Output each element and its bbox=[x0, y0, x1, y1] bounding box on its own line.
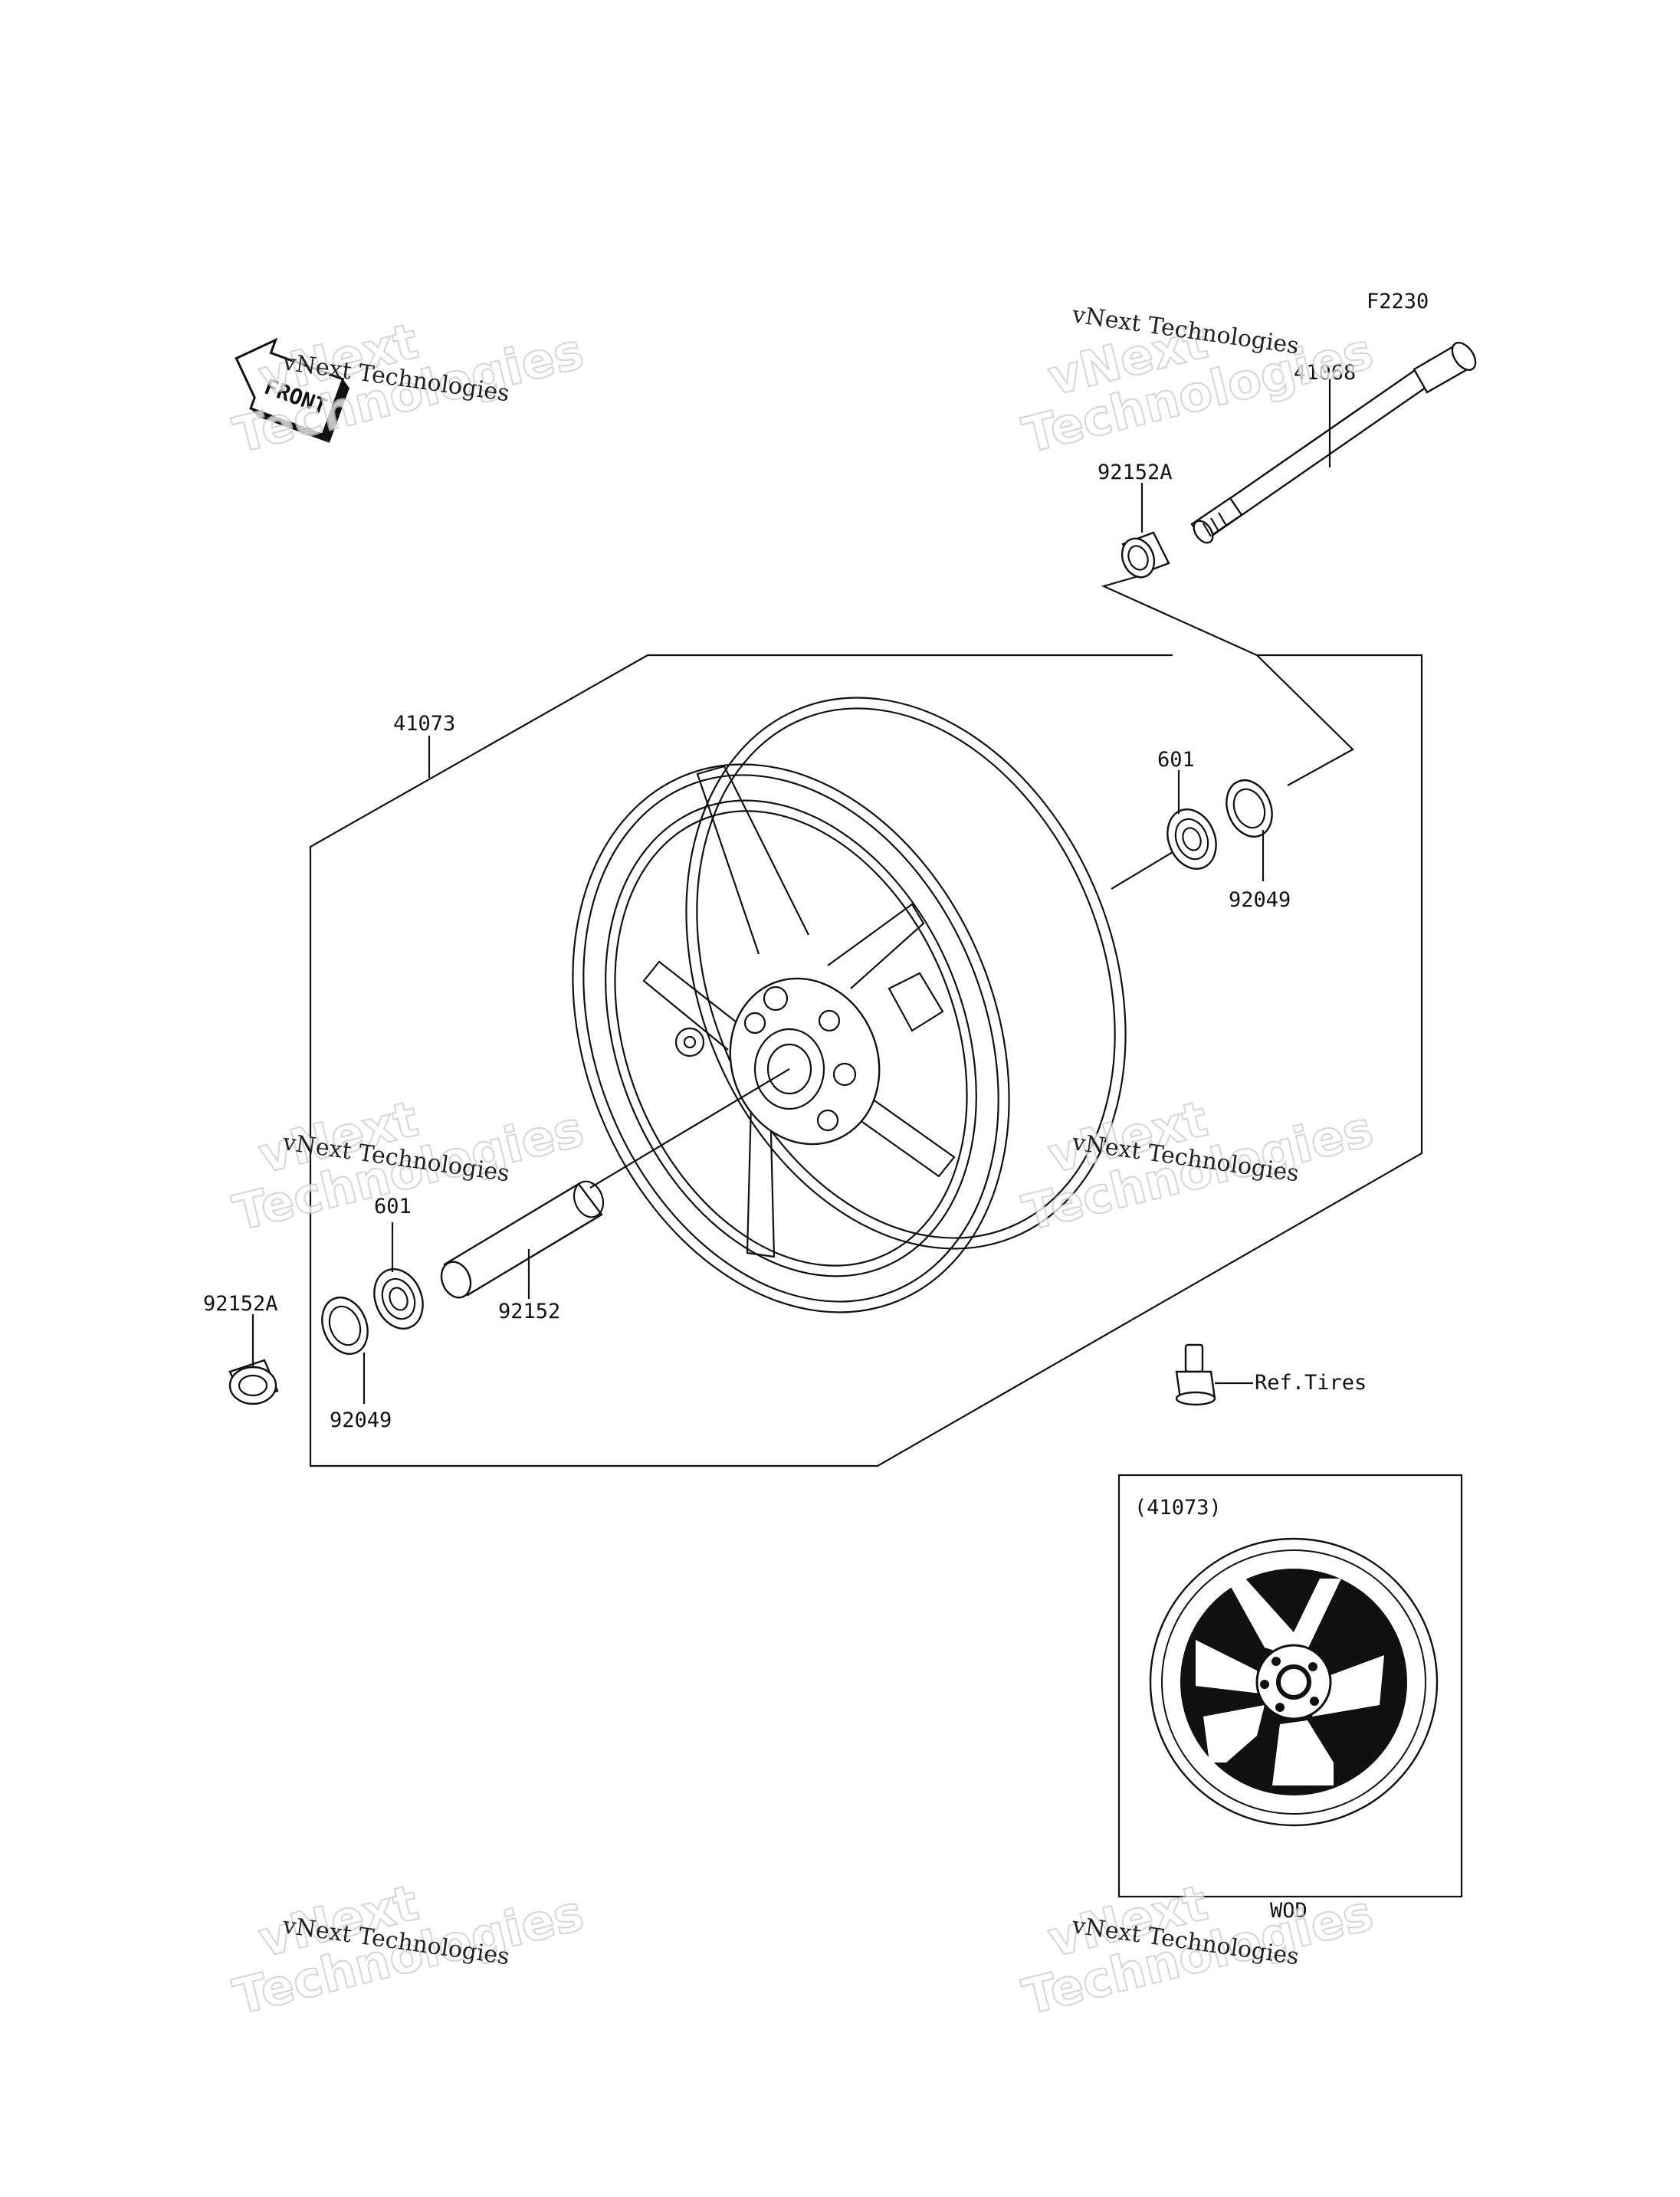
axle-part bbox=[1190, 342, 1477, 544]
collar-left-part bbox=[228, 1359, 279, 1405]
front-direction-badge: FRONT bbox=[235, 337, 349, 443]
right-bearing-part bbox=[1166, 808, 1217, 870]
color-variant-inset: (41073) WOD bbox=[1117, 1474, 1463, 1923]
left-bearing-part bbox=[373, 1268, 424, 1330]
valve-part bbox=[1175, 1343, 1253, 1406]
callout-ref-tires: Ref.Tires bbox=[1255, 1371, 1367, 1395]
callout-92152a-top: 92152A bbox=[1098, 461, 1173, 484]
callout-41068: 41068 bbox=[1294, 361, 1356, 385]
leader-lines bbox=[251, 379, 1331, 1404]
spacer-part bbox=[440, 1180, 605, 1299]
callout-601-right: 601 bbox=[1157, 748, 1195, 772]
callout-92049-right: 92049 bbox=[1229, 888, 1291, 912]
diagram-code: F2230 bbox=[1367, 290, 1429, 313]
callout-41073: 41073 bbox=[393, 712, 455, 736]
callout-601-left: 601 bbox=[374, 1195, 412, 1218]
collar-top-part bbox=[1121, 531, 1170, 579]
callout-92152a-left: 92152A bbox=[203, 1292, 278, 1316]
inset-title: (41073) bbox=[1134, 1496, 1222, 1520]
front-wheel-drawing bbox=[572, 697, 1127, 1313]
assembly-outline bbox=[309, 654, 1423, 1467]
inset-wheel-drawing bbox=[1149, 1537, 1439, 1827]
callout-92152: 92152 bbox=[498, 1300, 560, 1323]
callout-92049-left: 92049 bbox=[330, 1408, 392, 1432]
left-seal-part bbox=[321, 1297, 369, 1355]
inset-color-code: WOD bbox=[1270, 1899, 1308, 1923]
right-seal-part bbox=[1226, 779, 1273, 838]
